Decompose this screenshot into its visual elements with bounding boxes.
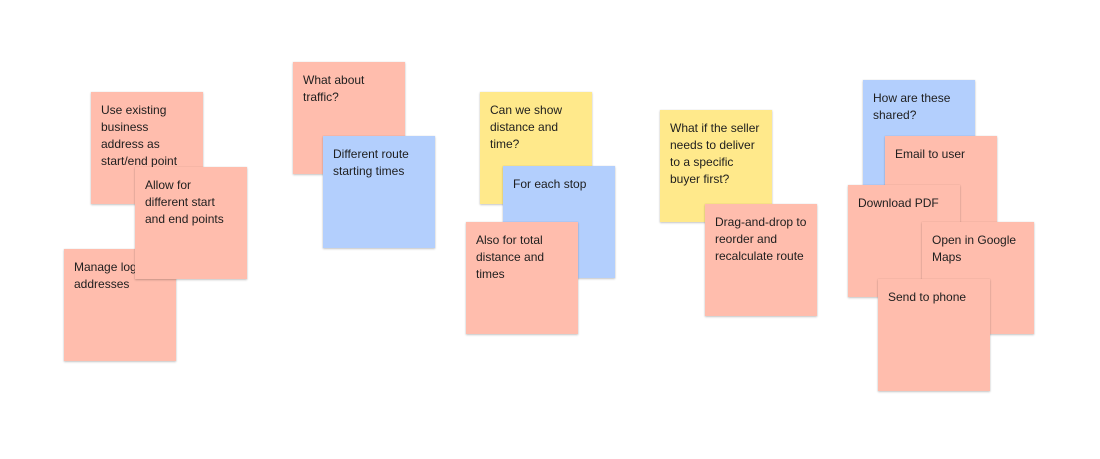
sticky-note-text: Drag-and-drop to reorder and recalculate… [715, 215, 807, 263]
sticky-note-text: Can we show distance and time? [490, 103, 563, 151]
sticky-note-text: Open in Google Maps [932, 233, 1017, 264]
sticky-note-text: Allow for different start and end points [145, 178, 224, 226]
sticky-note-drag-and-drop-reorder[interactable]: Drag-and-drop to reorder and recalculate… [705, 204, 817, 316]
sticky-note-total-distance-times[interactable]: Also for total distance and times [466, 222, 578, 334]
sticky-note-text: Use existing business address as start/e… [101, 103, 178, 168]
sticky-note-specific-buyer-first[interactable]: What if the seller needs to deliver to a… [660, 110, 772, 222]
sticky-note-text: For each stop [513, 177, 587, 191]
sticky-note-text: Also for total distance and times [476, 233, 545, 281]
sticky-note-send-to-phone[interactable]: Send to phone [878, 279, 990, 391]
sticky-note-text: What about traffic? [303, 73, 365, 104]
sticky-note-route-starting-times[interactable]: Different route starting times [323, 136, 435, 248]
sticky-note-different-start-end-points[interactable]: Allow for different start and end points [135, 167, 247, 279]
sticky-note-text: How are these shared? [873, 91, 951, 122]
sticky-note-text: What if the seller needs to deliver to a… [670, 121, 760, 186]
sticky-note-text: Send to phone [888, 290, 967, 304]
sticky-note-text: Different route starting times [333, 147, 409, 178]
sticky-note-text: Email to user [895, 147, 966, 161]
sticky-note-text: Download PDF [858, 196, 939, 210]
